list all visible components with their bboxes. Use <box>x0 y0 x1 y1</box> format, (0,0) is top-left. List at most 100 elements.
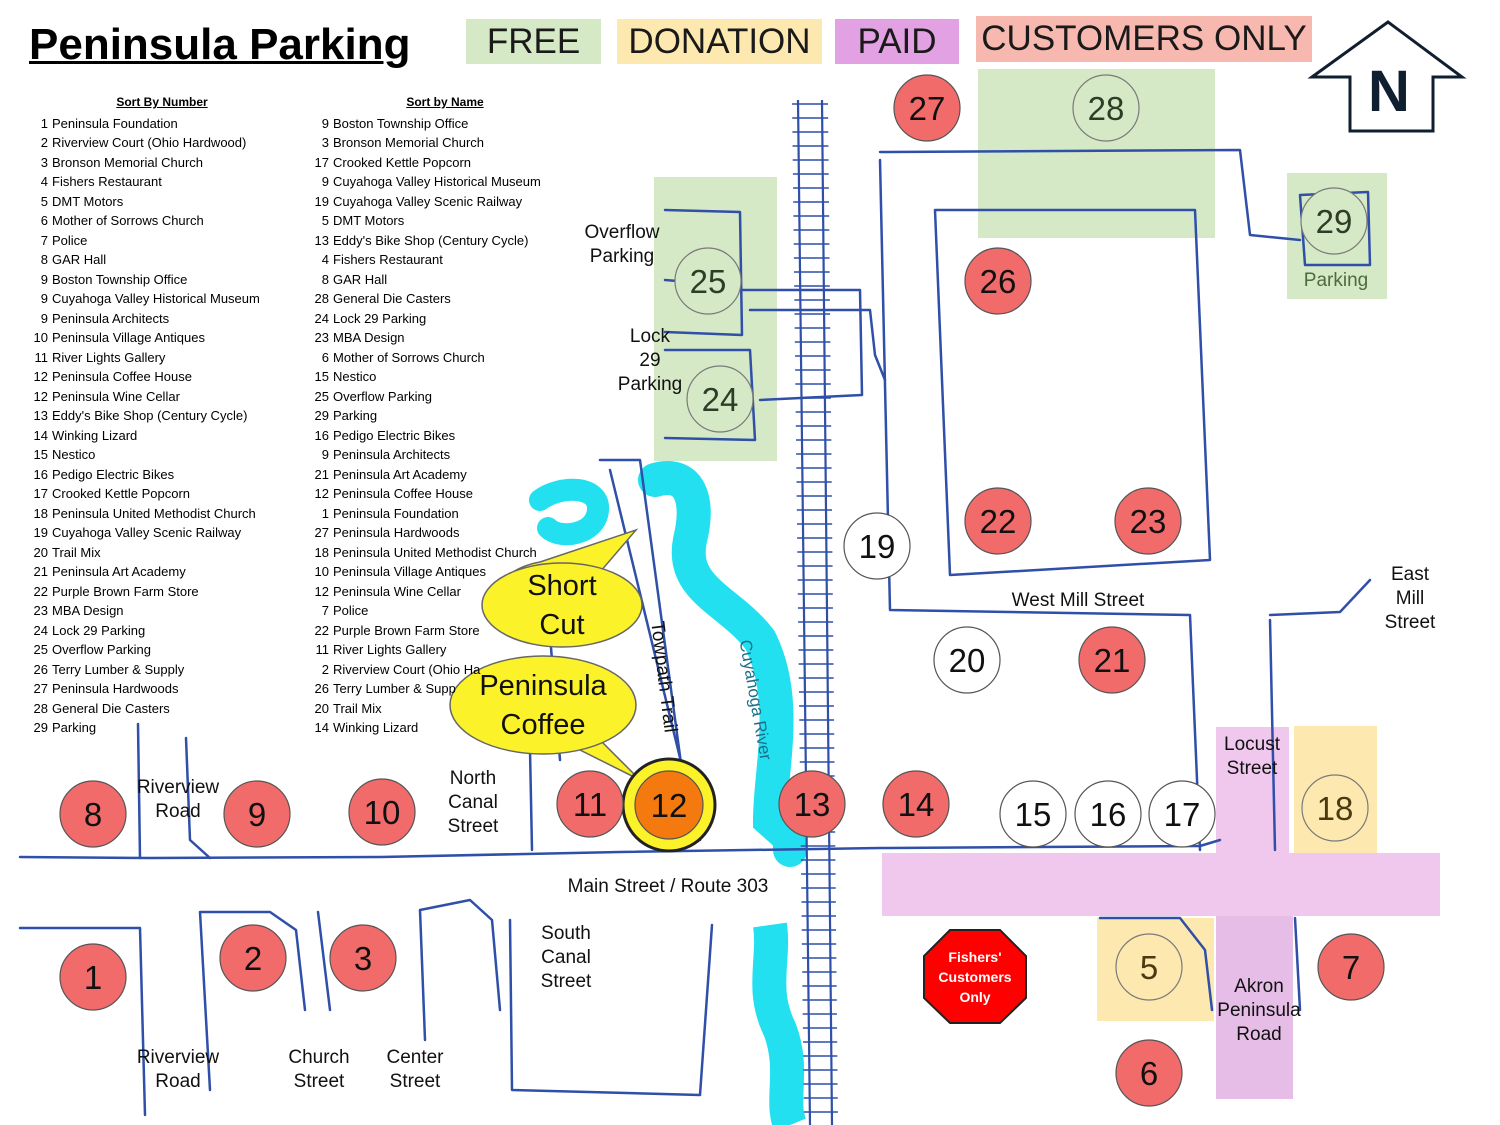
by-number-row-number: 24 <box>33 622 48 638</box>
marker-29[interactable] <box>1300 187 1368 255</box>
by-name-row-name: Peninsula Art Academy <box>333 466 467 482</box>
cuyahoga-river <box>638 461 807 867</box>
marker-1-label: 1 <box>84 959 102 996</box>
by-number-row-name: Purple Brown Farm Store <box>52 583 199 599</box>
by-number-row-name: Police <box>52 232 88 248</box>
marker-6[interactable] <box>1115 1039 1183 1107</box>
marker-13-label: 13 <box>794 786 831 823</box>
by-number-row-number: 9 <box>40 291 48 306</box>
marker-13[interactable] <box>778 770 846 838</box>
by-name-row-name: River Lights Gallery <box>333 642 447 657</box>
marker-21[interactable] <box>1078 626 1146 694</box>
marker-2[interactable] <box>219 924 287 992</box>
by-number-row-name: Peninsula Wine Cellar <box>52 388 180 404</box>
marker-24[interactable] <box>686 365 754 433</box>
marker-26[interactable] <box>964 247 1032 315</box>
marker-20[interactable] <box>933 626 1001 694</box>
by-name-row-number: 1 <box>321 505 329 521</box>
marker-1[interactable] <box>59 943 127 1011</box>
marker-8[interactable] <box>59 780 127 848</box>
by-number-row-number: 1 <box>40 115 48 131</box>
marker-28[interactable] <box>1072 74 1140 142</box>
by-number-row-number: 29 <box>33 720 48 735</box>
by-number-row-number: 10 <box>33 330 48 345</box>
by-name-row-number: 12 <box>314 486 329 501</box>
by-name-row-name: Peninsula United Methodist Church <box>333 544 537 560</box>
marker-11[interactable] <box>556 770 624 838</box>
by-number-row-number: 4 <box>40 174 48 189</box>
by-name-row-number: 12 <box>314 583 329 599</box>
zone-paid-main <box>882 853 1440 916</box>
west-mill-street-label: West Mill Street <box>1011 590 1145 611</box>
by-number-row-name: Peninsula Foundation <box>52 115 178 131</box>
marker-19[interactable] <box>843 512 911 580</box>
marker-22[interactable] <box>964 487 1032 555</box>
north-arrow-icon <box>1307 20 1467 133</box>
by-number-row-number: 15 <box>33 447 48 462</box>
marker-2-label: 2 <box>244 940 262 977</box>
marker-5-label: 5 <box>1140 949 1158 986</box>
marker-27[interactable] <box>893 74 961 142</box>
by-number-row-name: Bronson Memorial Church <box>52 154 204 170</box>
by-number-row-number: 12 <box>33 388 48 404</box>
marker-25[interactable] <box>674 247 742 315</box>
legend-free: FREE <box>466 19 601 64</box>
by-name-row-name: Terry Lumber & Supp <box>333 681 456 696</box>
marker-16[interactable] <box>1074 780 1142 848</box>
marker-17[interactable] <box>1148 780 1216 848</box>
main-street-south-edge <box>18 926 147 1117</box>
marker-3[interactable] <box>329 924 397 992</box>
by-name-row-name: MBA Design <box>333 330 405 345</box>
by-name-row-name: GAR Hall <box>333 271 388 287</box>
legend-donation: DONATION <box>617 19 822 64</box>
by-number-row-name: Fishers Restaurant <box>52 174 162 189</box>
by-name-row-name: Riverview Court (Ohio Ha <box>333 661 481 677</box>
by-number-row-number: 6 <box>40 213 48 228</box>
by-number-row-name: Crooked Kettle Popcorn <box>52 486 191 501</box>
short-cut-bubble <box>481 562 643 648</box>
by-number-row-number: 19 <box>33 525 48 540</box>
by-number-row-number: 23 <box>33 603 48 618</box>
marker-10[interactable] <box>348 778 416 846</box>
marker-18[interactable] <box>1301 774 1369 842</box>
by-name-row-number: 21 <box>314 466 329 482</box>
marker-14[interactable] <box>882 770 950 838</box>
by-name-row-name: Peninsula Coffee House <box>333 486 473 501</box>
marker-15[interactable] <box>999 780 1067 848</box>
marker-7[interactable] <box>1317 933 1385 1001</box>
by-name-row-number: 22 <box>314 622 329 638</box>
marker-5[interactable] <box>1115 933 1183 1001</box>
by-name-row-number: 15 <box>314 369 329 384</box>
marker-28-label: 28 <box>1088 90 1125 127</box>
marker-9[interactable] <box>223 780 291 848</box>
marker-12[interactable] <box>634 770 704 840</box>
center-street <box>316 898 502 1042</box>
marker-23[interactable] <box>1114 487 1182 555</box>
by-number-row-name: Terry Lumber & Supply <box>52 661 185 677</box>
zone-paid-akron <box>1216 916 1293 1099</box>
by-name-row-name: Nestico <box>333 369 377 384</box>
by-number-row-number: 13 <box>33 408 48 423</box>
by-name-row-number: 13 <box>314 232 329 248</box>
